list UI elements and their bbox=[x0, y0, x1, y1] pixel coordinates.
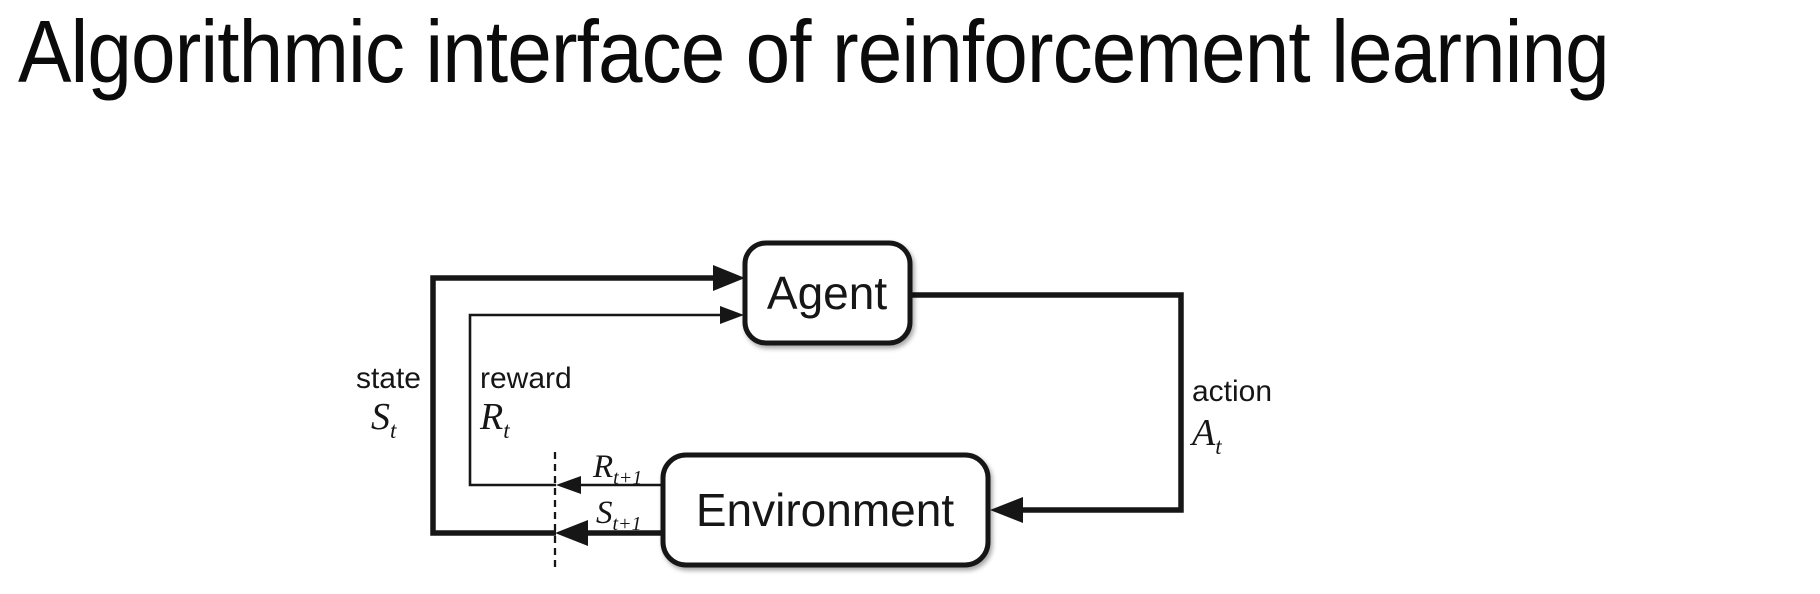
page-title: Algorithmic interface of reinforcement l… bbox=[18, 2, 1610, 101]
environment-box bbox=[660, 452, 991, 568]
action-symbol-label: At bbox=[1189, 412, 1222, 459]
reward-symbol-main: R bbox=[479, 396, 503, 438]
agent-label: Agent bbox=[767, 267, 887, 319]
reward-flow-line bbox=[468, 313, 722, 487]
action-arrowhead-into-environment-icon bbox=[990, 497, 1023, 523]
flow-lines bbox=[430, 275, 1184, 571]
reward-symbol-label: Rt bbox=[479, 396, 510, 443]
state-flow-line bbox=[430, 275, 715, 536]
diagram-labels: Agent Environment state St reward Rt act… bbox=[356, 267, 1272, 536]
arrowheads bbox=[555, 265, 1023, 546]
state-symbol-label: St bbox=[371, 396, 397, 443]
node-boxes bbox=[660, 240, 991, 568]
next-reward-arrowhead-icon bbox=[556, 476, 581, 494]
action-symbol-main: A bbox=[1189, 412, 1216, 454]
nodes bbox=[660, 240, 991, 568]
agent-box bbox=[742, 240, 913, 346]
next-state-symbol-main: S bbox=[596, 495, 613, 531]
state-symbol-main: S bbox=[371, 396, 390, 438]
next-reward-symbol-subscript: t+1 bbox=[613, 467, 642, 489]
reward-word-label: reward bbox=[480, 362, 572, 395]
state-symbol-subscript: t bbox=[390, 418, 397, 443]
action-word-label: action bbox=[1192, 375, 1272, 408]
reward-arrowhead-into-agent-icon bbox=[720, 306, 744, 324]
reward-symbol-subscript: t bbox=[503, 418, 510, 443]
state-word-label: state bbox=[356, 362, 421, 395]
next-reward-symbol-main: R bbox=[592, 449, 613, 485]
action-flow-line bbox=[910, 292, 1184, 513]
next-state-symbol-subscript: t+1 bbox=[613, 513, 642, 535]
action-symbol-subscript: t bbox=[1215, 434, 1222, 459]
next-reward-symbol-label: Rt+1 bbox=[592, 449, 642, 489]
state-arrowhead-into-agent-icon bbox=[713, 265, 745, 291]
next-state-arrowhead-icon bbox=[555, 520, 588, 546]
next-state-symbol-label: St+1 bbox=[596, 495, 642, 535]
environment-label: Environment bbox=[696, 484, 954, 536]
